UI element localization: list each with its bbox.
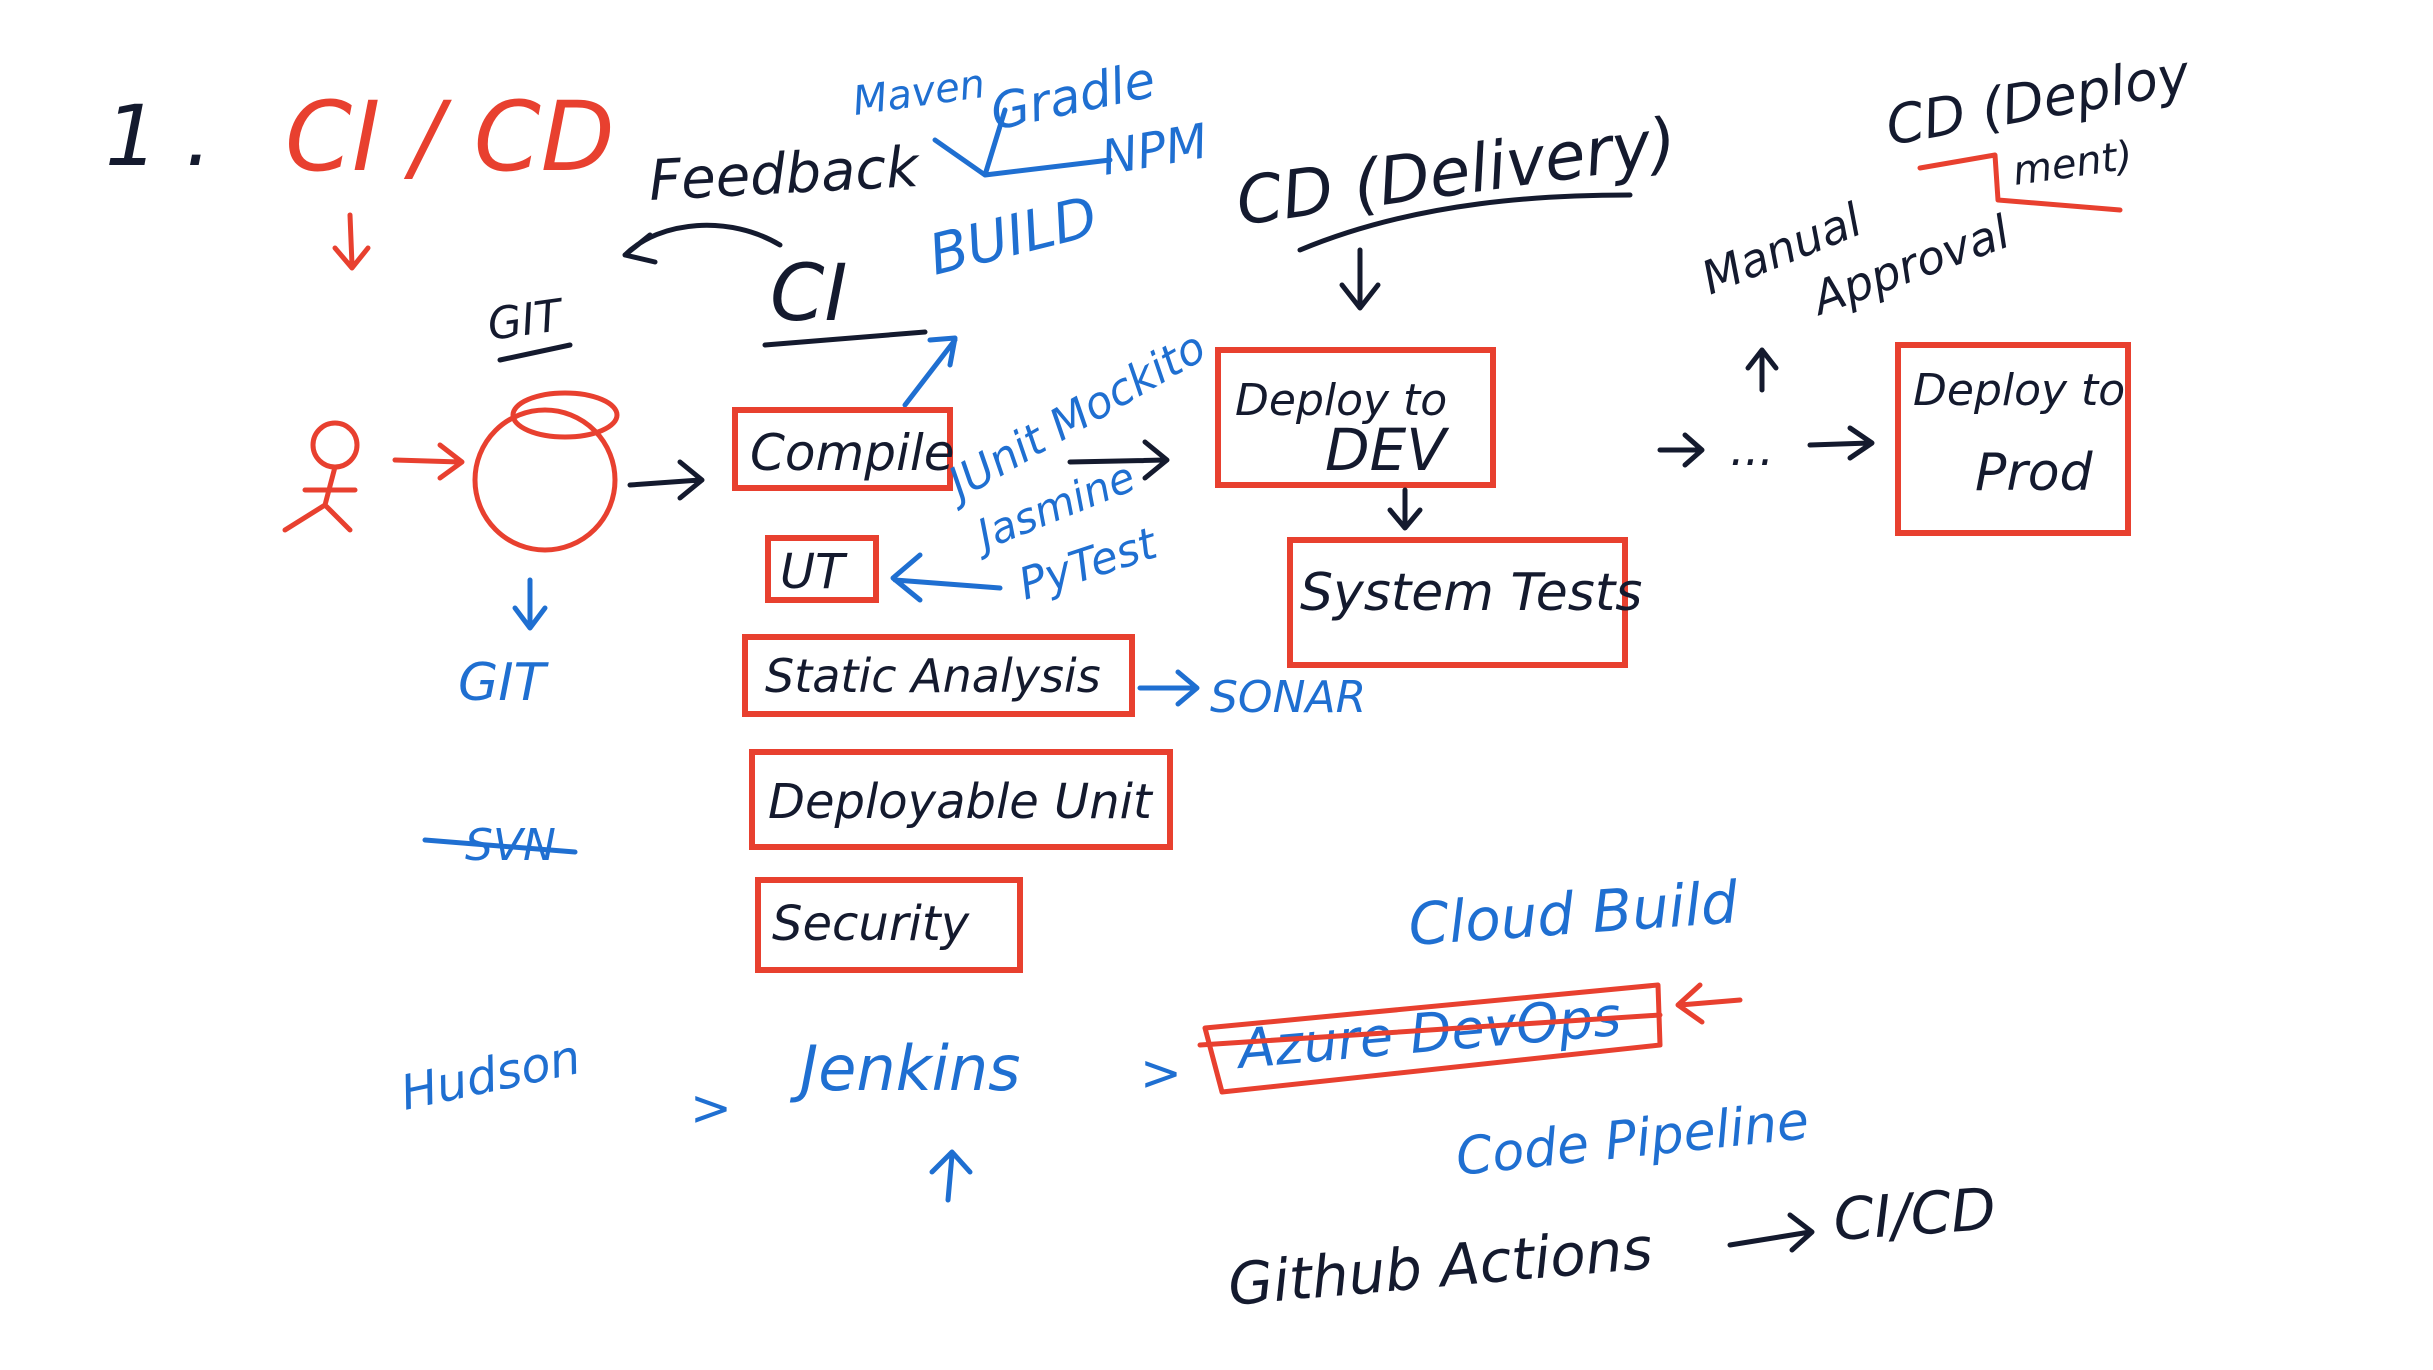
- cd-deployment-red-mark: [1917, 152, 2123, 213]
- stage-static-analysis-label: Static Analysis: [765, 649, 1101, 703]
- stage-deploy-dev: Deploy to DEV: [1215, 347, 1496, 488]
- tool-cloud-build: Cloud Build: [1406, 868, 1741, 959]
- stage-compile-label: Compile: [750, 424, 955, 482]
- azure-label: Azure DevOps: [1233, 985, 1624, 1081]
- to-ellipsis-arrow: [1657, 432, 1705, 468]
- cd-deployment-label-line2: ment): [2010, 133, 2135, 195]
- build-label: BUILD: [923, 184, 1104, 288]
- stage-deployable-unit: Deployable Unit: [749, 749, 1173, 850]
- repo-to-compile-arrow: [627, 459, 705, 501]
- gt-sign-2: >: [1140, 1044, 1182, 1102]
- dev-to-system-tests-arrow: [1387, 487, 1423, 531]
- stage-security-label: Security: [772, 896, 970, 952]
- git-bottom-label: GIT: [458, 653, 550, 713]
- cd-delivery-down-arrow: [1339, 247, 1381, 311]
- feedback-arrow: [622, 222, 783, 265]
- system-tests-label: System Tests: [1300, 563, 1642, 623]
- deploy-dev-line1: Deploy to: [1235, 375, 1447, 426]
- gt-sign-1: >: [690, 1079, 732, 1137]
- stage-compile: Compile: [732, 407, 955, 491]
- git-repository-icon: [472, 390, 620, 553]
- compile-to-dev-arrow: [1067, 439, 1170, 481]
- tool-jenkins: Jenkins: [789, 1032, 1020, 1105]
- stage-deploy-prod: Deploy to Prod: [1895, 342, 2131, 536]
- stage-deployable-unit-label: Deployable Unit: [768, 774, 1154, 830]
- cd-deployment-label: CD (Deploy: [1881, 42, 2195, 157]
- tool-hudson: Hudson: [396, 1029, 585, 1122]
- build-tool-npm: NPM: [1097, 113, 1211, 187]
- heading-down-arrow: [332, 212, 371, 271]
- deploy-prod-line2: Prod: [1975, 443, 2094, 503]
- tools-to-ut-arrow: [890, 552, 1003, 603]
- repo-down-arrow: [512, 577, 548, 631]
- ellipsis-label: ...: [1730, 422, 1774, 476]
- tool-azure-devops: Azure DevOps: [1197, 982, 1663, 1095]
- stage-security: Security: [755, 877, 1023, 973]
- azure-strikethrough: [1197, 1012, 1663, 1048]
- github-target-label: CI/CD: [1831, 1175, 1998, 1254]
- developer-stick-figure-icon: [282, 420, 360, 533]
- stage-static-analysis: Static Analysis: [742, 634, 1135, 717]
- ci-label: CI: [770, 249, 847, 339]
- developer-to-repo-arrow: [392, 442, 465, 481]
- build-tool-maven: Maven: [850, 61, 988, 125]
- azure-box: [1202, 982, 1663, 1095]
- stage-system-tests: System Tests: [1287, 537, 1642, 668]
- deploy-prod-line1: Deploy to: [1913, 365, 2125, 416]
- ci-underline: [762, 329, 928, 348]
- jenkins-up-arrow: [929, 1149, 973, 1203]
- deploy-dev-line2: DEV: [1325, 416, 1450, 484]
- heading-number: 1 .: [105, 87, 212, 185]
- github-to-cicd-arrow: [1727, 1212, 1815, 1253]
- azure-red-arrow: [1675, 982, 1743, 1025]
- tool-github-actions: Github Actions: [1225, 1214, 1655, 1319]
- git-top-label: GIT: [484, 290, 567, 351]
- svn-strikethrough: [422, 837, 578, 855]
- cd-delivery-label: CD (Delivery): [1232, 103, 1682, 241]
- stage-ut-label: UT: [780, 544, 848, 600]
- sonar-label: SONAR: [1210, 672, 1366, 723]
- compile-to-build-arrow: [902, 335, 958, 408]
- manual-approval-up-arrow: [1745, 347, 1779, 393]
- feedback-label: Feedback: [647, 135, 922, 214]
- build-tools-connector: [932, 107, 1113, 178]
- git-top-underline: [497, 342, 573, 363]
- stage-ut: UT: [765, 535, 879, 603]
- tool-code-pipeline: Code Pipeline: [1453, 1091, 1812, 1188]
- cd-delivery-underline: [1297, 192, 1633, 253]
- static-to-sonar-arrow: [1137, 669, 1200, 707]
- heading-title: CI / CD: [285, 81, 615, 193]
- ellipsis-to-prod-arrow: [1807, 425, 1875, 461]
